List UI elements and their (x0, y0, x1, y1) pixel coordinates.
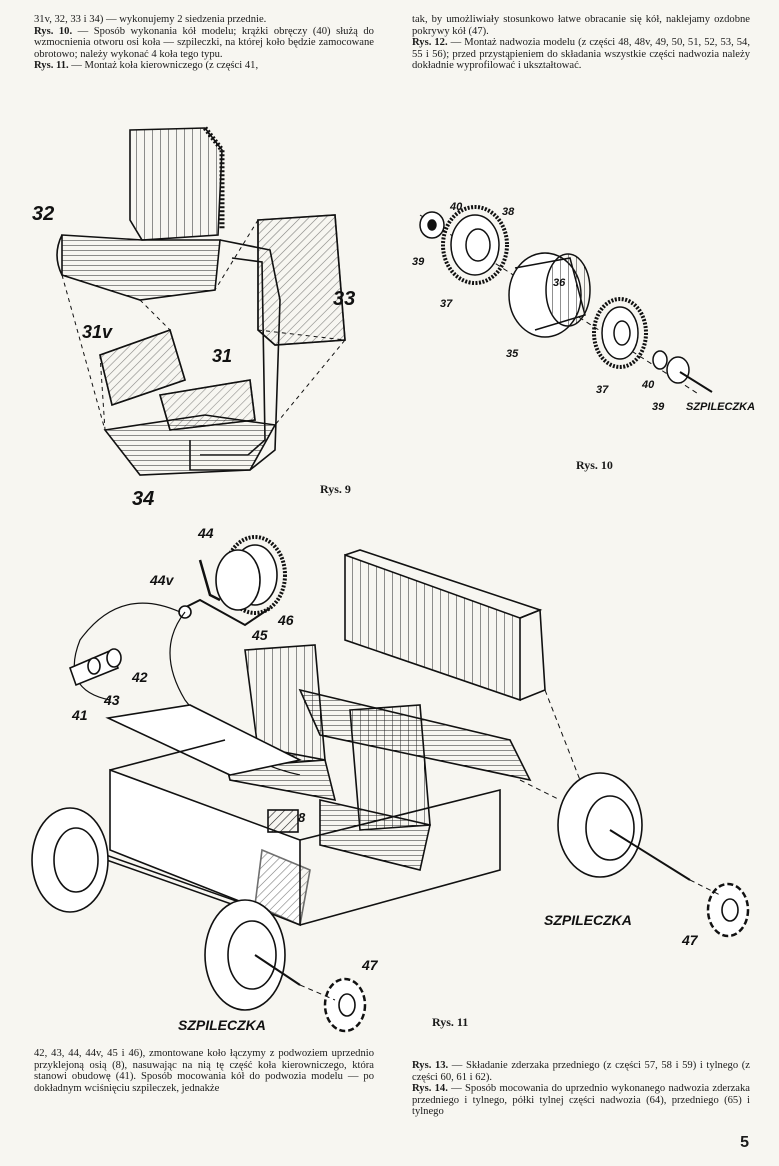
page-number: 5 (740, 1134, 749, 1151)
para: — Montaż koła kierowniczego (z części 41… (68, 60, 259, 72)
para: 31v, 32, 33 i 34) — wykonujemy 2 siedzen… (34, 14, 267, 25)
label-39-bottom: 39 (652, 401, 665, 413)
label-46: 46 (277, 612, 294, 628)
label-szpileczka-left: SZPILECZKA (178, 1017, 266, 1033)
label-44v: 44v (149, 572, 175, 588)
para: — Montaż nadwozia modelu (z części 48, 4… (412, 37, 750, 72)
label-36: 36 (553, 277, 566, 289)
label-33: 33 (333, 288, 355, 310)
text-column-bottom-right: Rys. 13. — Składanie zderzaka przedniego… (412, 1060, 750, 1118)
label-40-bottom: 40 (641, 379, 655, 391)
fig-ref: Rys. 14. (412, 1083, 448, 1095)
label-37-bottom: 37 (596, 384, 609, 396)
para: — Sposób wykonania kół modelu; krążki ob… (34, 25, 374, 60)
label-42: 42 (131, 669, 148, 685)
label-szpileczka-right: SZPILECZKA (544, 912, 632, 928)
label-41: 41 (71, 707, 88, 723)
label-31v: 31v (82, 322, 113, 342)
label-40-top: 40 (449, 201, 463, 213)
text-column-bottom-left: 42, 43, 44, 44v, 45 i 46), zmontowane ko… (34, 1048, 374, 1094)
text-column-top-left: 31v, 32, 33 i 34) — wykonujemy 2 siedzen… (34, 14, 374, 72)
text-column-top-right: tak, by umożliwiały stosunkowo łatwe obr… (412, 14, 750, 72)
figure-11-assembly (31, 535, 750, 1033)
figure-10-wheel (419, 205, 713, 396)
label-47-right: 47 (681, 932, 699, 948)
label-38: 38 (502, 206, 515, 218)
caption-rys-9: Rys. 9 (320, 482, 351, 496)
label-37-top: 37 (440, 298, 453, 310)
label-8: 8 (298, 810, 306, 825)
fig-ref: Rys. 13. (412, 1060, 449, 1071)
label-31: 31 (212, 346, 232, 366)
label-szpileczka-fig10: SZPILECZKA (686, 401, 755, 413)
label-43: 43 (103, 692, 120, 708)
label-35: 35 (506, 348, 519, 360)
para: 42, 43, 44, 44v, 45 i 46), zmontowane ko… (34, 1048, 374, 1094)
label-45: 45 (251, 627, 268, 643)
para: tak, by umożliwiały stosunkowo łatwe obr… (412, 14, 750, 37)
caption-rys-11: Rys. 11 (432, 1015, 469, 1029)
label-44: 44 (197, 525, 214, 541)
label-34: 34 (132, 488, 154, 510)
fig-ref: Rys. 11. (34, 60, 69, 72)
para: — Sposób mocowania do uprzednio wykonane… (412, 1083, 750, 1118)
label-47-left: 47 (361, 957, 379, 973)
fig-ref: Rys. 12. (412, 37, 448, 49)
label-39-top: 39 (412, 256, 425, 268)
caption-rys-10: Rys. 10 (576, 458, 613, 472)
figure-9-seat (56, 126, 346, 476)
label-32: 32 (32, 203, 54, 225)
fig-ref: Rys. 10. (34, 25, 73, 37)
para: — Składanie zderzaka przedniego (z częśc… (412, 1060, 750, 1083)
